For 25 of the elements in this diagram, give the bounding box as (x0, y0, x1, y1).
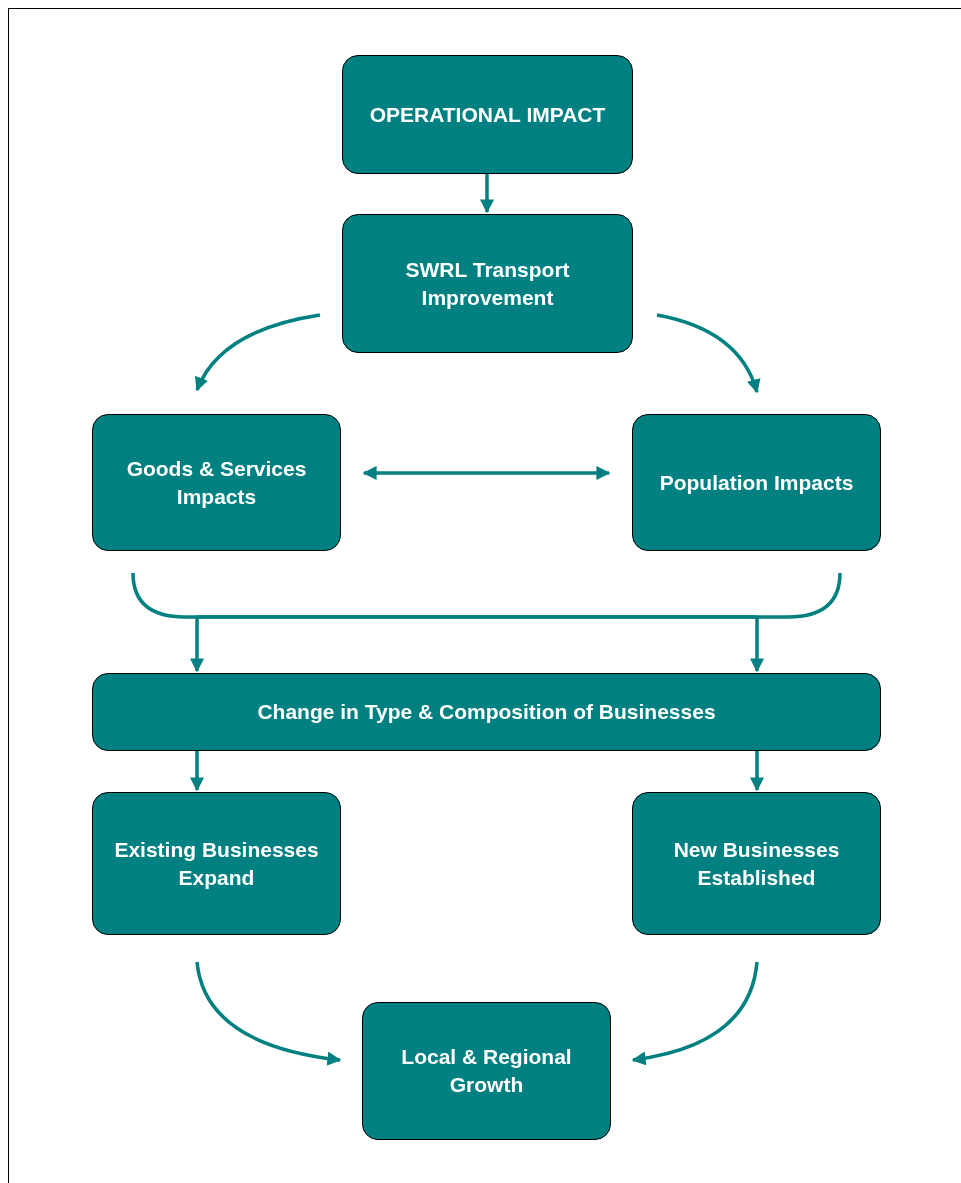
arrow (362, 466, 611, 480)
process-box (92, 673, 881, 751)
box-label: Local & Regional Growth (400, 1044, 573, 1098)
process-box (632, 792, 881, 935)
box-label: Change in Type & Composition of Businesses (256, 699, 717, 725)
arrow (195, 961, 342, 1066)
box-label: OPERATIONAL IMPACT (368, 101, 607, 128)
arrow (750, 751, 764, 792)
process-box (362, 1002, 611, 1140)
process-box (92, 792, 341, 935)
box-label: Population Impacts (658, 469, 855, 496)
process-box (342, 55, 633, 174)
box-label: SWRL Transport Improvement (404, 256, 571, 311)
box-label: Existing Businesses Expand (113, 836, 320, 891)
process-box (342, 214, 633, 353)
box-label: Goods & Services Impacts (125, 455, 308, 510)
arrow (631, 961, 759, 1065)
arrow (480, 174, 494, 214)
process-box (92, 414, 341, 551)
arrow (190, 751, 204, 792)
arrow (656, 313, 760, 394)
process-box (632, 414, 881, 551)
arrow (195, 571, 842, 673)
box-label: New Businesses Established (672, 836, 841, 891)
arrow (195, 313, 321, 392)
